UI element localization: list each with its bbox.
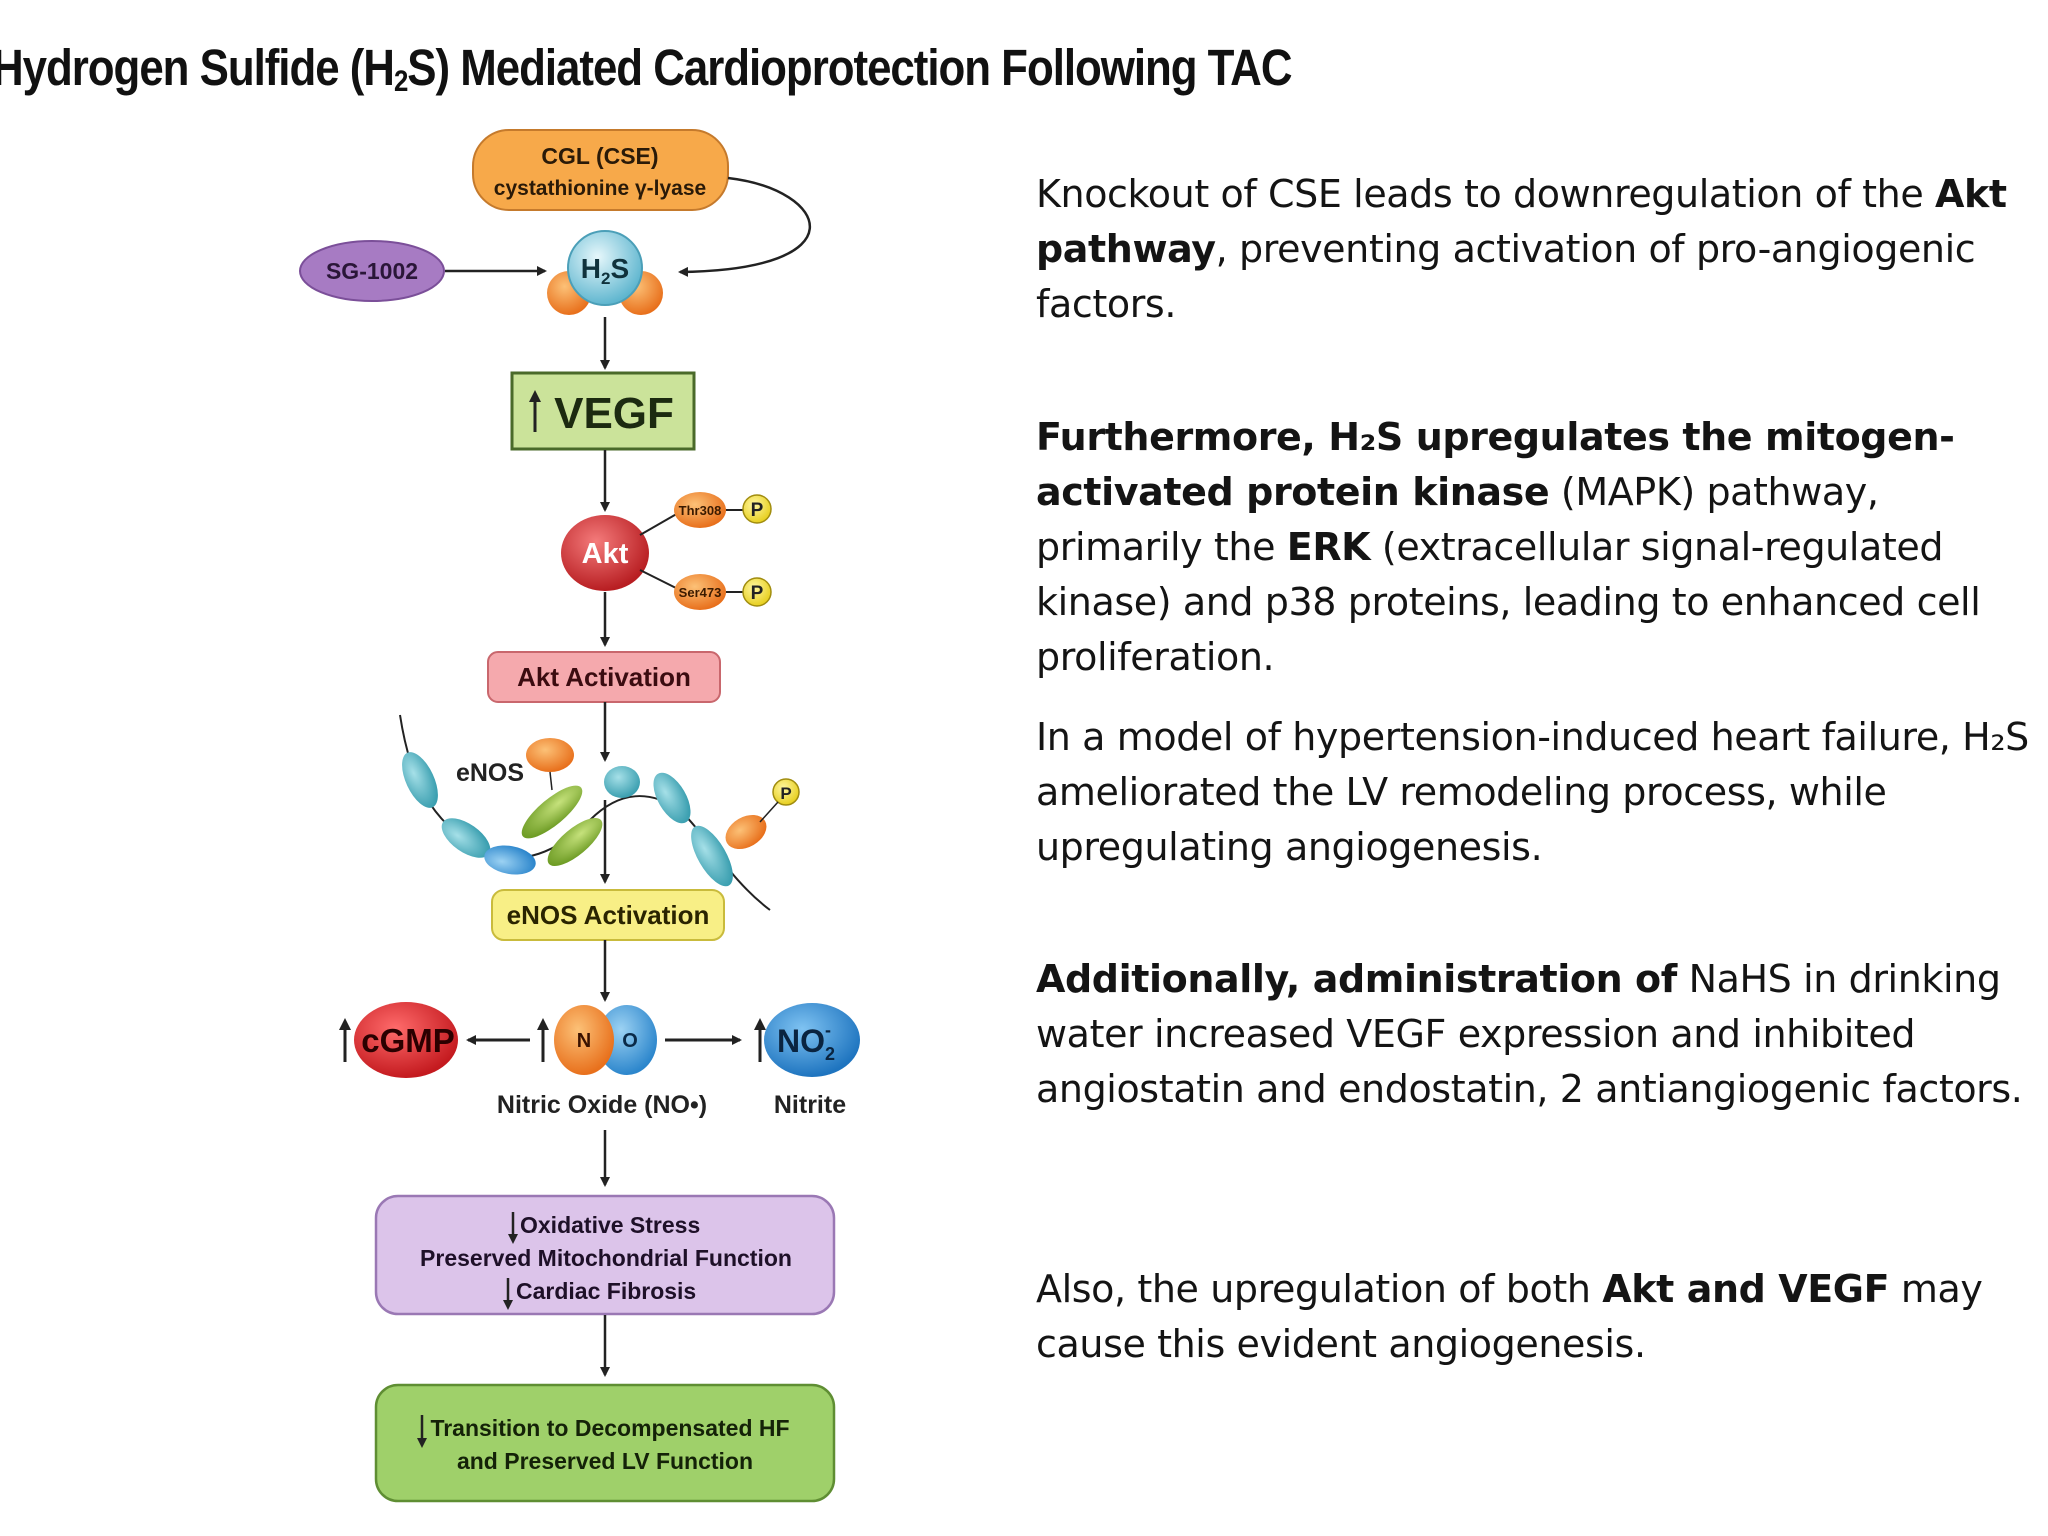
cgmp-up-arrow-icon [339, 1018, 351, 1062]
outcome1-line1: Oxidative Stress [520, 1212, 700, 1238]
akt-ser-phosphate-label: P [751, 583, 764, 604]
enos-activation-label: eNOS Activation [507, 900, 710, 930]
vegf-label: VEGF [554, 389, 674, 438]
nitrite-up-arrow-icon [754, 1018, 766, 1062]
cgmp-label: cGMP [361, 1022, 455, 1059]
outcome1-line2: Preserved Mitochondrial Function [420, 1245, 792, 1271]
no-oxygen-label: O [622, 1030, 638, 1052]
akt-ser-site [674, 574, 726, 610]
nitrite-node [764, 1003, 860, 1077]
oxidative-stress-down-arrow-icon [508, 1212, 518, 1244]
outcome2-line1: Transition to Decompensated HF [430, 1415, 789, 1441]
no-nitrogen-label: N [577, 1030, 591, 1052]
paragraph-2: Furthermore, H₂S upregulates the mitogen… [1036, 415, 1981, 679]
cgmp-node [354, 1002, 458, 1078]
akt-ser-phosphate [742, 577, 772, 607]
akt-node [561, 515, 649, 591]
svg-text:P: P [780, 784, 791, 803]
akt-thr-label: Thr308 [679, 503, 722, 518]
nitrite-label: Nitrite [774, 1091, 846, 1119]
cgl-sublabel: cystathionine γ-lyase [494, 177, 706, 200]
vegf-box [510, 371, 696, 451]
outcome1-box [374, 1194, 836, 1316]
enos-label: eNOS [456, 759, 524, 787]
akt-label: Akt [582, 538, 629, 570]
enos-domain-chain: P [399, 714, 800, 911]
paragraph-3: In a model of hypertension-induced heart… [1036, 715, 2029, 869]
akt-thr-phosphate-label: P [751, 500, 764, 521]
nitrite-formula: NO2- [777, 1020, 835, 1064]
akt-thr-site [674, 492, 726, 528]
sg1002-node [299, 240, 445, 302]
cardiac-fibrosis-down-arrow-icon [503, 1278, 513, 1310]
cgl-label: CGL (CSE) [541, 143, 658, 169]
outcome2-box [374, 1383, 836, 1503]
akt-ser-label: Ser473 [679, 585, 722, 600]
cgl-box [472, 129, 729, 211]
h2s-label: H2S [581, 253, 629, 288]
pathway-diagram: CGL (CSE) cystathionine γ-lyase SG-1002 … [299, 129, 860, 1503]
cgl-to-h2s-arrow [678, 176, 811, 277]
no-oxygen [597, 1005, 657, 1075]
no-nitrogen [554, 1005, 614, 1075]
paragraph-4: Additionally, administration of NaHS in … [1036, 957, 2023, 1111]
paragraph-5: Also, the upregulation of both Akt and V… [1036, 1267, 1983, 1366]
vegf-up-arrow-icon [529, 390, 541, 432]
no-up-arrow-icon [537, 1018, 549, 1062]
akt-activation-label: Akt Activation [517, 662, 691, 692]
paragraph-1: Knockout of CSE leads to downregulation … [1036, 172, 2007, 326]
akt-thr-phosphate [742, 494, 772, 524]
outcome2-line2: and Preserved LV Function [457, 1448, 753, 1474]
outcome1-line3: Cardiac Fibrosis [516, 1278, 696, 1304]
page-title: Hydrogen Sulfide (H2S) Mediated Cardiopr… [0, 39, 1293, 98]
sg1002-label: SG-1002 [326, 258, 418, 284]
nitric-oxide-label: Nitric Oxide (NO•) [497, 1091, 707, 1119]
transition-down-arrow-icon [417, 1415, 427, 1448]
enos-activation-box [491, 889, 725, 941]
h2s-molecule [567, 230, 643, 306]
